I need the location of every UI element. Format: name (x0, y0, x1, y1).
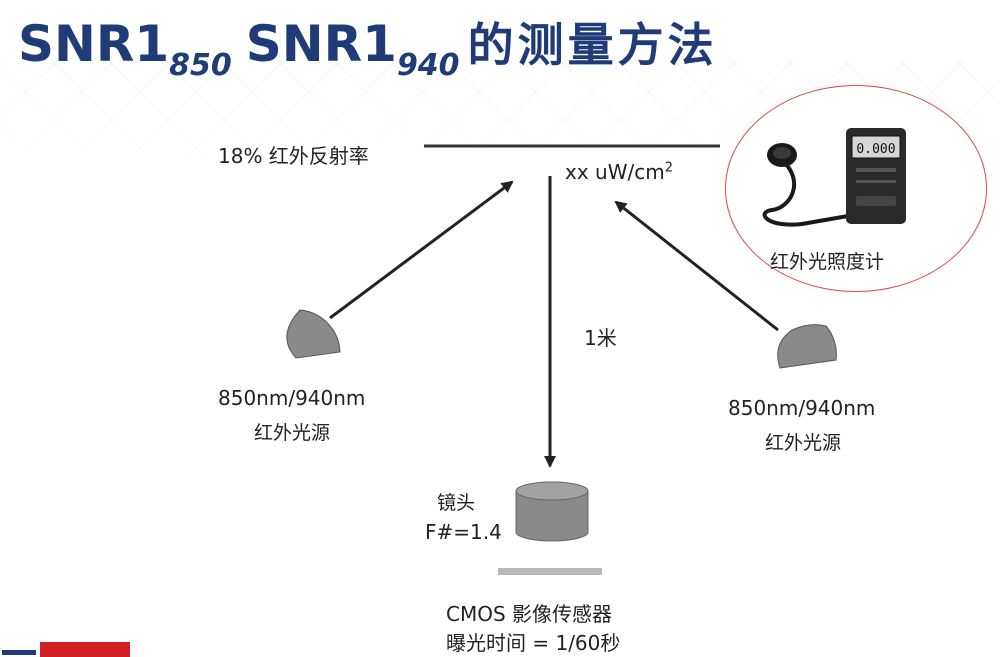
right-source-name: 红外光源 (765, 432, 842, 454)
reflectivity-label: 18% 红外反射率 (218, 144, 369, 168)
lens-fnumber: F#=1.4 (425, 520, 502, 544)
title-snr-850: SNR1 (18, 15, 170, 73)
meter-label: 红外光照度计 (770, 251, 885, 273)
right-source-wavelength: 850nm/940nm (728, 396, 876, 420)
title-subscript-940: 940 (396, 48, 460, 83)
arrow-right-source-to-reflector (614, 200, 779, 332)
arrow-left-source-to-reflector (329, 180, 514, 320)
irradiance-label: xx uW/cm2 (565, 160, 673, 184)
lens-cylinder (515, 481, 589, 542)
meter-display-text: 0.000 (856, 142, 895, 157)
sensor-name: CMOS 影像传感器 (446, 602, 613, 626)
left-ir-source-shape (286, 309, 341, 359)
title-chinese: 的测量方法 (467, 18, 718, 72)
left-source-wavelength: 850nm/940nm (218, 386, 366, 410)
lens-name: 镜头 (437, 492, 476, 514)
left-source-name: 红外光源 (254, 422, 331, 444)
company-logo (0, 642, 130, 657)
ir-meter-illustration: 0.000 (762, 128, 906, 227)
distance-label: 1米 (584, 326, 617, 350)
right-ir-source-shape (777, 324, 837, 369)
title-subscript-850: 850 (169, 48, 232, 83)
irradiance-superscript: 2 (664, 160, 673, 176)
sensor-exposure: 曝光时间 = 1/60秒 (446, 631, 621, 655)
cmos-sensor-bar (498, 568, 602, 575)
title-snr-940: SNR1 (245, 15, 397, 73)
